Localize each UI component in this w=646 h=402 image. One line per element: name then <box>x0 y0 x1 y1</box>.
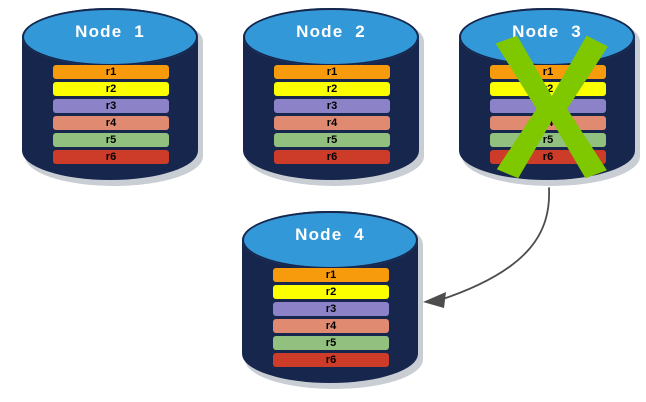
node-3-row-r4[interactable]: r4 <box>490 116 606 130</box>
node-4[interactable]: Node 4 r1 r2 r3 r4 r5 r6 <box>242 211 423 389</box>
node-4-row-r2[interactable]: r2 <box>273 285 389 299</box>
node-3-row-r3[interactable]: r3 <box>490 99 606 113</box>
node-1-row-r3[interactable]: r3 <box>53 99 169 113</box>
node-2-row-r5[interactable]: r5 <box>274 133 390 147</box>
node-4-cylinder-top <box>242 211 418 269</box>
node-4-row-r6[interactable]: r6 <box>273 353 389 367</box>
node-1-row-r4[interactable]: r4 <box>53 116 169 130</box>
node-4-row-r5[interactable]: r5 <box>273 336 389 350</box>
node-1-row-r6[interactable]: r6 <box>53 150 169 164</box>
node-4-label: Node 4 <box>295 225 365 244</box>
node-1-row-r5[interactable]: r5 <box>53 133 169 147</box>
node-3-row-r1[interactable]: r1 <box>490 65 606 79</box>
node-1-row-r1[interactable]: r1 <box>53 65 169 79</box>
node-4-row-r4[interactable]: r4 <box>273 319 389 333</box>
node-2-cylinder-top <box>243 8 419 66</box>
node-4-row-r3[interactable]: r3 <box>273 302 389 316</box>
node-4-row-r1[interactable]: r1 <box>273 268 389 282</box>
node-3-row-r2[interactable]: r2 <box>490 82 606 96</box>
node-2[interactable]: Node 2 r1 r2 r3 r4 r5 r6 <box>243 8 424 186</box>
node-1-row-r2[interactable]: r2 <box>53 82 169 96</box>
node-3[interactable]: Node 3 r1 r2 r3 r4 r5 r6 <box>459 8 640 186</box>
node-4-row-list: r1 r2 r3 r4 r5 r6 <box>273 268 389 367</box>
node-1-row-list: r1 r2 r3 r4 r5 r6 <box>53 65 169 164</box>
node-2-label: Node 2 <box>296 22 366 41</box>
node-2-row-r2[interactable]: r2 <box>274 82 390 96</box>
node-1[interactable]: Node 1 r1 r2 r3 r4 r5 r6 <box>22 8 203 186</box>
connector-line <box>439 187 550 301</box>
node-1-label: Node 1 <box>75 22 145 41</box>
node-2-row-r6[interactable]: r6 <box>274 150 390 164</box>
node-2-row-r3[interactable]: r3 <box>274 99 390 113</box>
node-3-row-list: r1 r2 r3 r4 r5 r6 <box>490 65 606 164</box>
node-1-cylinder-top <box>22 8 198 66</box>
node-3-row-r5[interactable]: r5 <box>490 133 606 147</box>
node-3-label: Node 3 <box>512 22 582 41</box>
node-2-row-r4[interactable]: r4 <box>274 116 390 130</box>
connector-arrowhead-icon <box>423 292 446 308</box>
node-2-row-r1[interactable]: r1 <box>274 65 390 79</box>
node-2-row-list: r1 r2 r3 r4 r5 r6 <box>274 65 390 164</box>
node-3-row-r6[interactable]: r6 <box>490 150 606 164</box>
